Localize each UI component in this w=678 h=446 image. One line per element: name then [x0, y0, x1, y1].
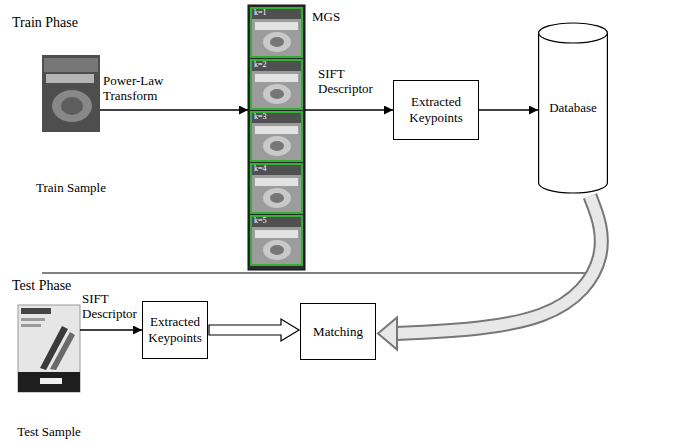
connector-line — [479, 109, 538, 110]
curved-arrow — [378, 196, 601, 350]
arrow — [209, 319, 299, 341]
process-box: Matching — [300, 303, 376, 360]
curved-arrow-head — [378, 318, 397, 350]
curved-arrow-body — [396, 196, 601, 334]
mgs-strip-photos — [248, 5, 305, 270]
arrow — [80, 330, 142, 331]
phase-title: Train Phase — [12, 14, 78, 32]
connector-line — [80, 329, 142, 330]
node-text: Database — [549, 100, 597, 116]
arrow — [479, 110, 538, 111]
arrow — [305, 110, 393, 111]
node-text: Matching — [313, 324, 363, 340]
database-cylinder: Database — [538, 22, 608, 194]
frame-index: k=4 — [254, 164, 267, 174]
stack-heading: MGS — [312, 9, 340, 25]
curved-arrow-rim — [396, 196, 601, 334]
test-sample-image: Test Sample — [18, 305, 80, 392]
test-sample-photo — [18, 305, 80, 392]
frame-index: k=3 — [254, 112, 267, 122]
process-box: Extracted Keypoints — [142, 301, 208, 359]
connector-line — [305, 109, 393, 110]
hollow-arrow — [209, 319, 299, 341]
edge-label: Power-Law Transform — [103, 74, 185, 104]
connector-line — [100, 109, 248, 110]
edge-label: SIFT Descriptor — [318, 67, 384, 97]
node-text: Extracted Keypoints — [397, 94, 475, 125]
cylinder-body — [539, 33, 608, 193]
frame-index: k=5 — [254, 216, 267, 226]
edge-label: SIFT Descriptor — [82, 292, 142, 322]
cylinder-top — [539, 23, 608, 43]
phase-title: Test Phase — [12, 277, 71, 295]
train-sample-image: Train Sample — [42, 55, 100, 132]
process-box: Extracted Keypoints — [393, 80, 479, 140]
image-caption: Train Sample — [36, 180, 106, 196]
mgs-image-stack: MGS — [248, 5, 305, 270]
arrow — [100, 110, 248, 111]
frame-index: k=1 — [254, 8, 267, 18]
node-text: Extracted Keypoints — [146, 314, 204, 345]
train-sample-photo — [42, 55, 100, 132]
phase-separator — [42, 273, 598, 274]
frame-index: k=2 — [254, 60, 267, 70]
image-caption: Test Sample — [17, 424, 81, 440]
